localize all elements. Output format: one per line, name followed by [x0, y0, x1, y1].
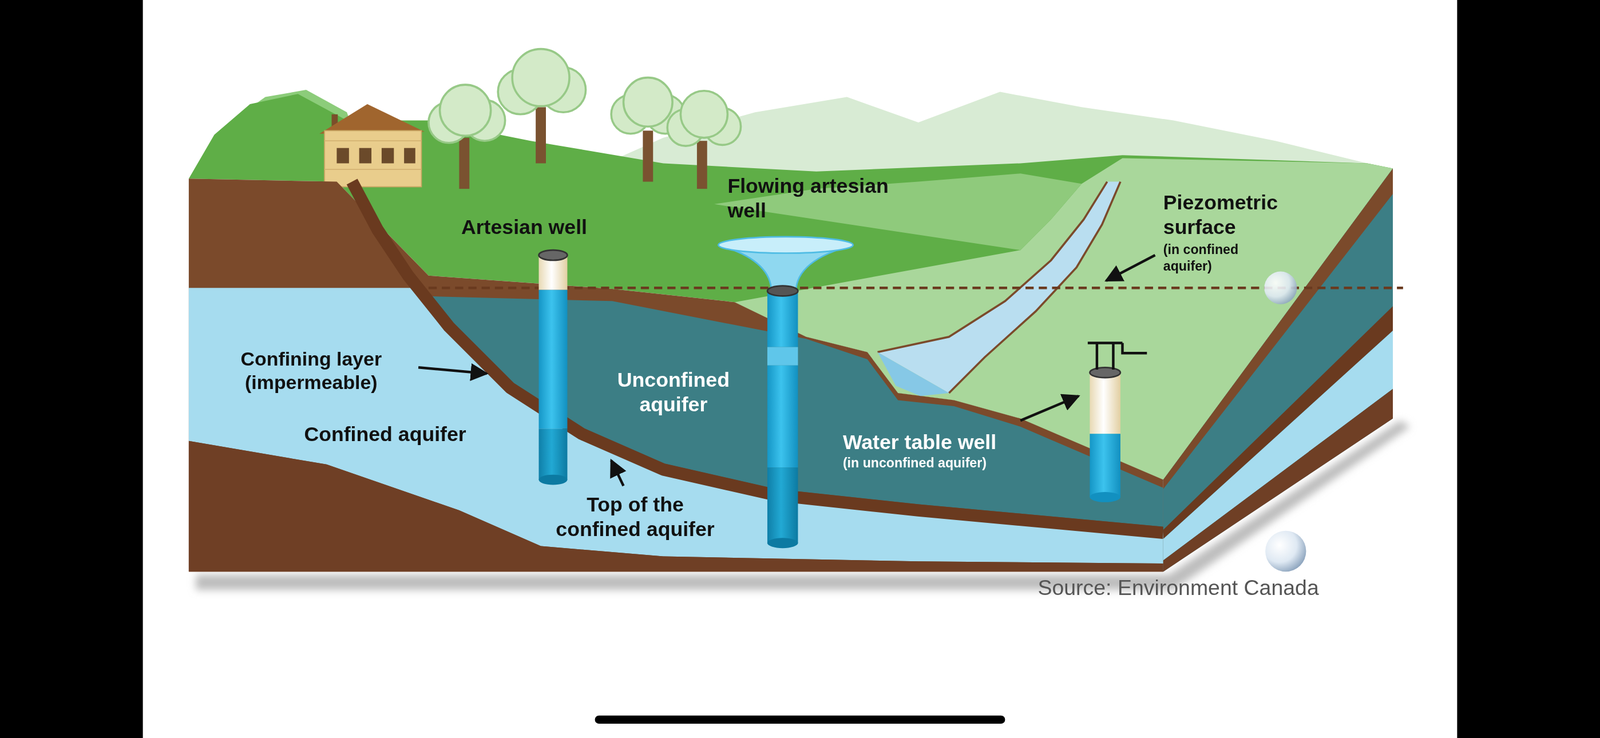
- label-slot: Flowing artesian well: [727, 173, 901, 223]
- water-table-well-part: [1089, 372, 1120, 434]
- label-slot: Unconfined aquifer: [591, 367, 755, 417]
- well-label: Flowing artesian well: [727, 173, 901, 223]
- flowing-artesian-well-part: [767, 365, 798, 468]
- well-note: (in unconfined aquifer): [842, 455, 1048, 472]
- label-slot: (in unconfined aquifer): [842, 455, 1048, 472]
- trees-part-part: [512, 49, 570, 107]
- side-face-part: [1163, 389, 1393, 572]
- label-slot: Artesian well: [461, 214, 635, 240]
- leader-arrows: [418, 255, 1155, 486]
- water-table-well: [1087, 343, 1147, 503]
- leader-arrows-part: [611, 460, 624, 487]
- trees-part: [458, 137, 470, 189]
- flowing-artesian-well-part: [767, 286, 798, 297]
- water-table-well-part: [1089, 492, 1120, 503]
- water-bubbles: [1264, 271, 1306, 573]
- water-bubbles-part: [1265, 531, 1306, 572]
- front-face-part: [188, 178, 1164, 572]
- well-label: Artesian well: [461, 214, 635, 240]
- water-table-well-part: [1089, 367, 1120, 378]
- label-slot: Water table well: [842, 429, 1068, 455]
- surface-label: Piezometric surface: [1163, 189, 1317, 240]
- flowing-artesian-well-part: [767, 347, 798, 366]
- leader-arrows-part: [1106, 255, 1156, 281]
- river-part: [877, 181, 1108, 353]
- house-part: [359, 148, 372, 164]
- trees-part: [428, 49, 742, 147]
- well-label: Water table well: [842, 429, 1068, 455]
- house-part: [324, 130, 422, 187]
- artesian-well-part: [539, 290, 568, 430]
- flowing-artesian-well-part: [767, 537, 798, 549]
- house-part: [404, 148, 416, 164]
- front-face-part: [351, 181, 1164, 534]
- piezometric-line-part: [428, 286, 1404, 289]
- piezometric-line: [428, 287, 1404, 289]
- label-slot: Source: Environment Canada: [1037, 575, 1365, 601]
- trees: [428, 49, 742, 189]
- trees-part-part: [623, 77, 673, 128]
- front-face-part: [188, 441, 1164, 572]
- trees-part-part: [680, 90, 728, 138]
- layer-label: Confining layer (impermeable): [209, 347, 414, 395]
- house-part: [324, 168, 422, 170]
- house: [319, 104, 425, 188]
- flowing-artesian-well-part: [718, 236, 853, 254]
- side-bars-part: [0, 0, 144, 738]
- front-face: [188, 178, 1164, 572]
- label-slot: Confining layer (impermeable): [209, 347, 414, 395]
- house-part: [381, 148, 394, 164]
- side-face-part: [1163, 330, 1393, 561]
- flowing-artesian-well-part: [767, 290, 798, 348]
- label-slot: (in confined aquifer): [1163, 242, 1266, 275]
- side-face-part: [1163, 168, 1393, 572]
- flowing-artesian-well: [718, 236, 853, 549]
- water-bubbles-part: [1264, 271, 1297, 305]
- side-face: [1163, 168, 1393, 572]
- side-bars-part: [1456, 0, 1600, 738]
- label-slot: Piezometric surface: [1163, 189, 1317, 240]
- river-part: [877, 352, 950, 397]
- label-slot: Confined aquifer: [303, 421, 509, 447]
- water-table-well-part: [1087, 343, 1147, 370]
- leader-arrows-part: [1020, 395, 1079, 421]
- trees-part: [696, 140, 708, 189]
- water-table-well-part: [1089, 433, 1120, 498]
- house-part: [324, 140, 422, 142]
- trees-part-part: [440, 84, 491, 136]
- label-slot: Top of the confined aquifer: [545, 492, 725, 542]
- artesian-well-part: [539, 474, 568, 486]
- artesian-well-part: [539, 250, 568, 261]
- flowing-artesian-well-part: [767, 467, 798, 544]
- source-note: Source: Environment Canada: [1037, 575, 1365, 601]
- surface-note: (in confined aquifer): [1163, 242, 1266, 275]
- aquifer-label: Unconfined aquifer: [591, 367, 755, 417]
- home-indicator: [595, 715, 1006, 724]
- home-indicator-part: [595, 715, 1006, 724]
- aquifer-label: Confined aquifer: [303, 421, 509, 447]
- house-part: [336, 148, 349, 164]
- artesian-well-part: [539, 428, 568, 480]
- layer-label: Top of the confined aquifer: [545, 492, 725, 542]
- trees-part: [642, 130, 653, 182]
- leader-arrows-part: [418, 367, 487, 374]
- house-part: [319, 104, 425, 134]
- trees-part: [535, 107, 546, 164]
- artesian-well: [539, 250, 568, 485]
